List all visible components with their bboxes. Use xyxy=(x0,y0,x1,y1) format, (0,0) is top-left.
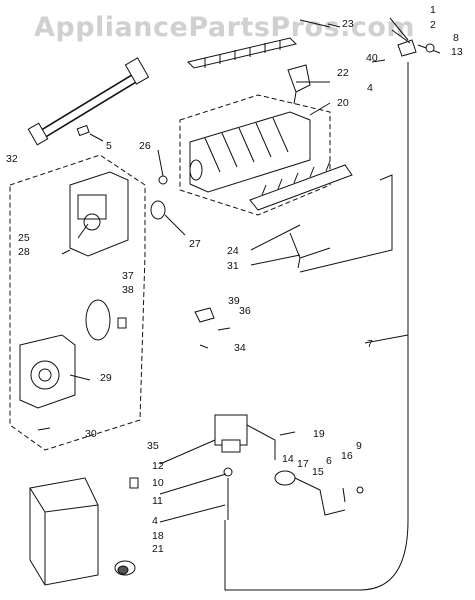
callout-35: 35 xyxy=(147,440,159,452)
callout-4-lower: 4 xyxy=(152,515,158,527)
callout-17: 17 xyxy=(297,458,309,470)
callout-18: 18 xyxy=(152,530,164,542)
callout-2: 2 xyxy=(430,19,436,31)
fill-tube-fittings xyxy=(371,39,441,63)
clip-part xyxy=(76,124,104,142)
ice-maker-outline xyxy=(179,94,331,216)
callout-21: 21 xyxy=(152,543,164,555)
fill-cup xyxy=(287,64,311,105)
callout-1: 1 xyxy=(430,4,436,16)
callout-39: 39 xyxy=(228,295,240,307)
callout-19: 19 xyxy=(313,428,325,440)
callout-24: 24 xyxy=(227,245,239,257)
mounting-plate xyxy=(19,334,76,409)
callout-27: 27 xyxy=(189,238,201,250)
water-valve xyxy=(214,414,276,460)
valve-tubes xyxy=(223,467,233,520)
ejector-shaft xyxy=(187,19,331,69)
water-tube xyxy=(224,62,409,591)
screw-30 xyxy=(37,427,51,431)
callout-23: 23 xyxy=(342,18,354,30)
callout-11: 11 xyxy=(152,495,163,507)
cover xyxy=(29,477,99,586)
hardware-group xyxy=(194,307,231,349)
callout-8: 8 xyxy=(453,32,459,44)
callout-13: 13 xyxy=(451,46,463,58)
callout-31: 31 xyxy=(227,260,239,272)
shutoff-arm xyxy=(289,174,393,273)
callout-14: 14 xyxy=(282,453,294,465)
callout-30: 30 xyxy=(85,428,97,440)
callout-9: 9 xyxy=(356,440,362,452)
callout-38: 38 xyxy=(122,284,134,296)
ice-mold xyxy=(189,111,311,193)
callout-25: 25 xyxy=(18,232,30,244)
callout-36: 36 xyxy=(239,305,251,317)
watermark: AppliancePartsPros.com xyxy=(34,12,416,43)
callout-34: 34 xyxy=(234,342,246,354)
callout-28: 28 xyxy=(18,246,30,258)
wire-harness xyxy=(27,57,150,146)
knob xyxy=(114,560,136,576)
inlet-parts xyxy=(274,470,364,516)
stripper xyxy=(249,160,353,211)
callout-32: 32 xyxy=(6,153,18,165)
callout-5: 5 xyxy=(106,140,112,152)
callout-22: 22 xyxy=(337,67,349,79)
callout-16: 16 xyxy=(341,450,353,462)
callout-15: 15 xyxy=(312,466,324,478)
callout-12: 12 xyxy=(152,460,164,472)
leader-lines xyxy=(69,17,411,523)
callout-40: 40 xyxy=(366,52,378,64)
callout-26: 26 xyxy=(139,140,151,152)
control-module xyxy=(61,171,129,257)
grommet xyxy=(129,477,139,489)
callout-7: 7 xyxy=(367,338,373,350)
callout-29: 29 xyxy=(100,372,112,384)
motor xyxy=(85,299,127,341)
callout-10: 10 xyxy=(152,477,164,489)
callout-6: 6 xyxy=(326,455,332,467)
callout-20: 20 xyxy=(337,97,349,109)
callout-37: 37 xyxy=(122,270,134,282)
callout-4: 4 xyxy=(367,82,373,94)
